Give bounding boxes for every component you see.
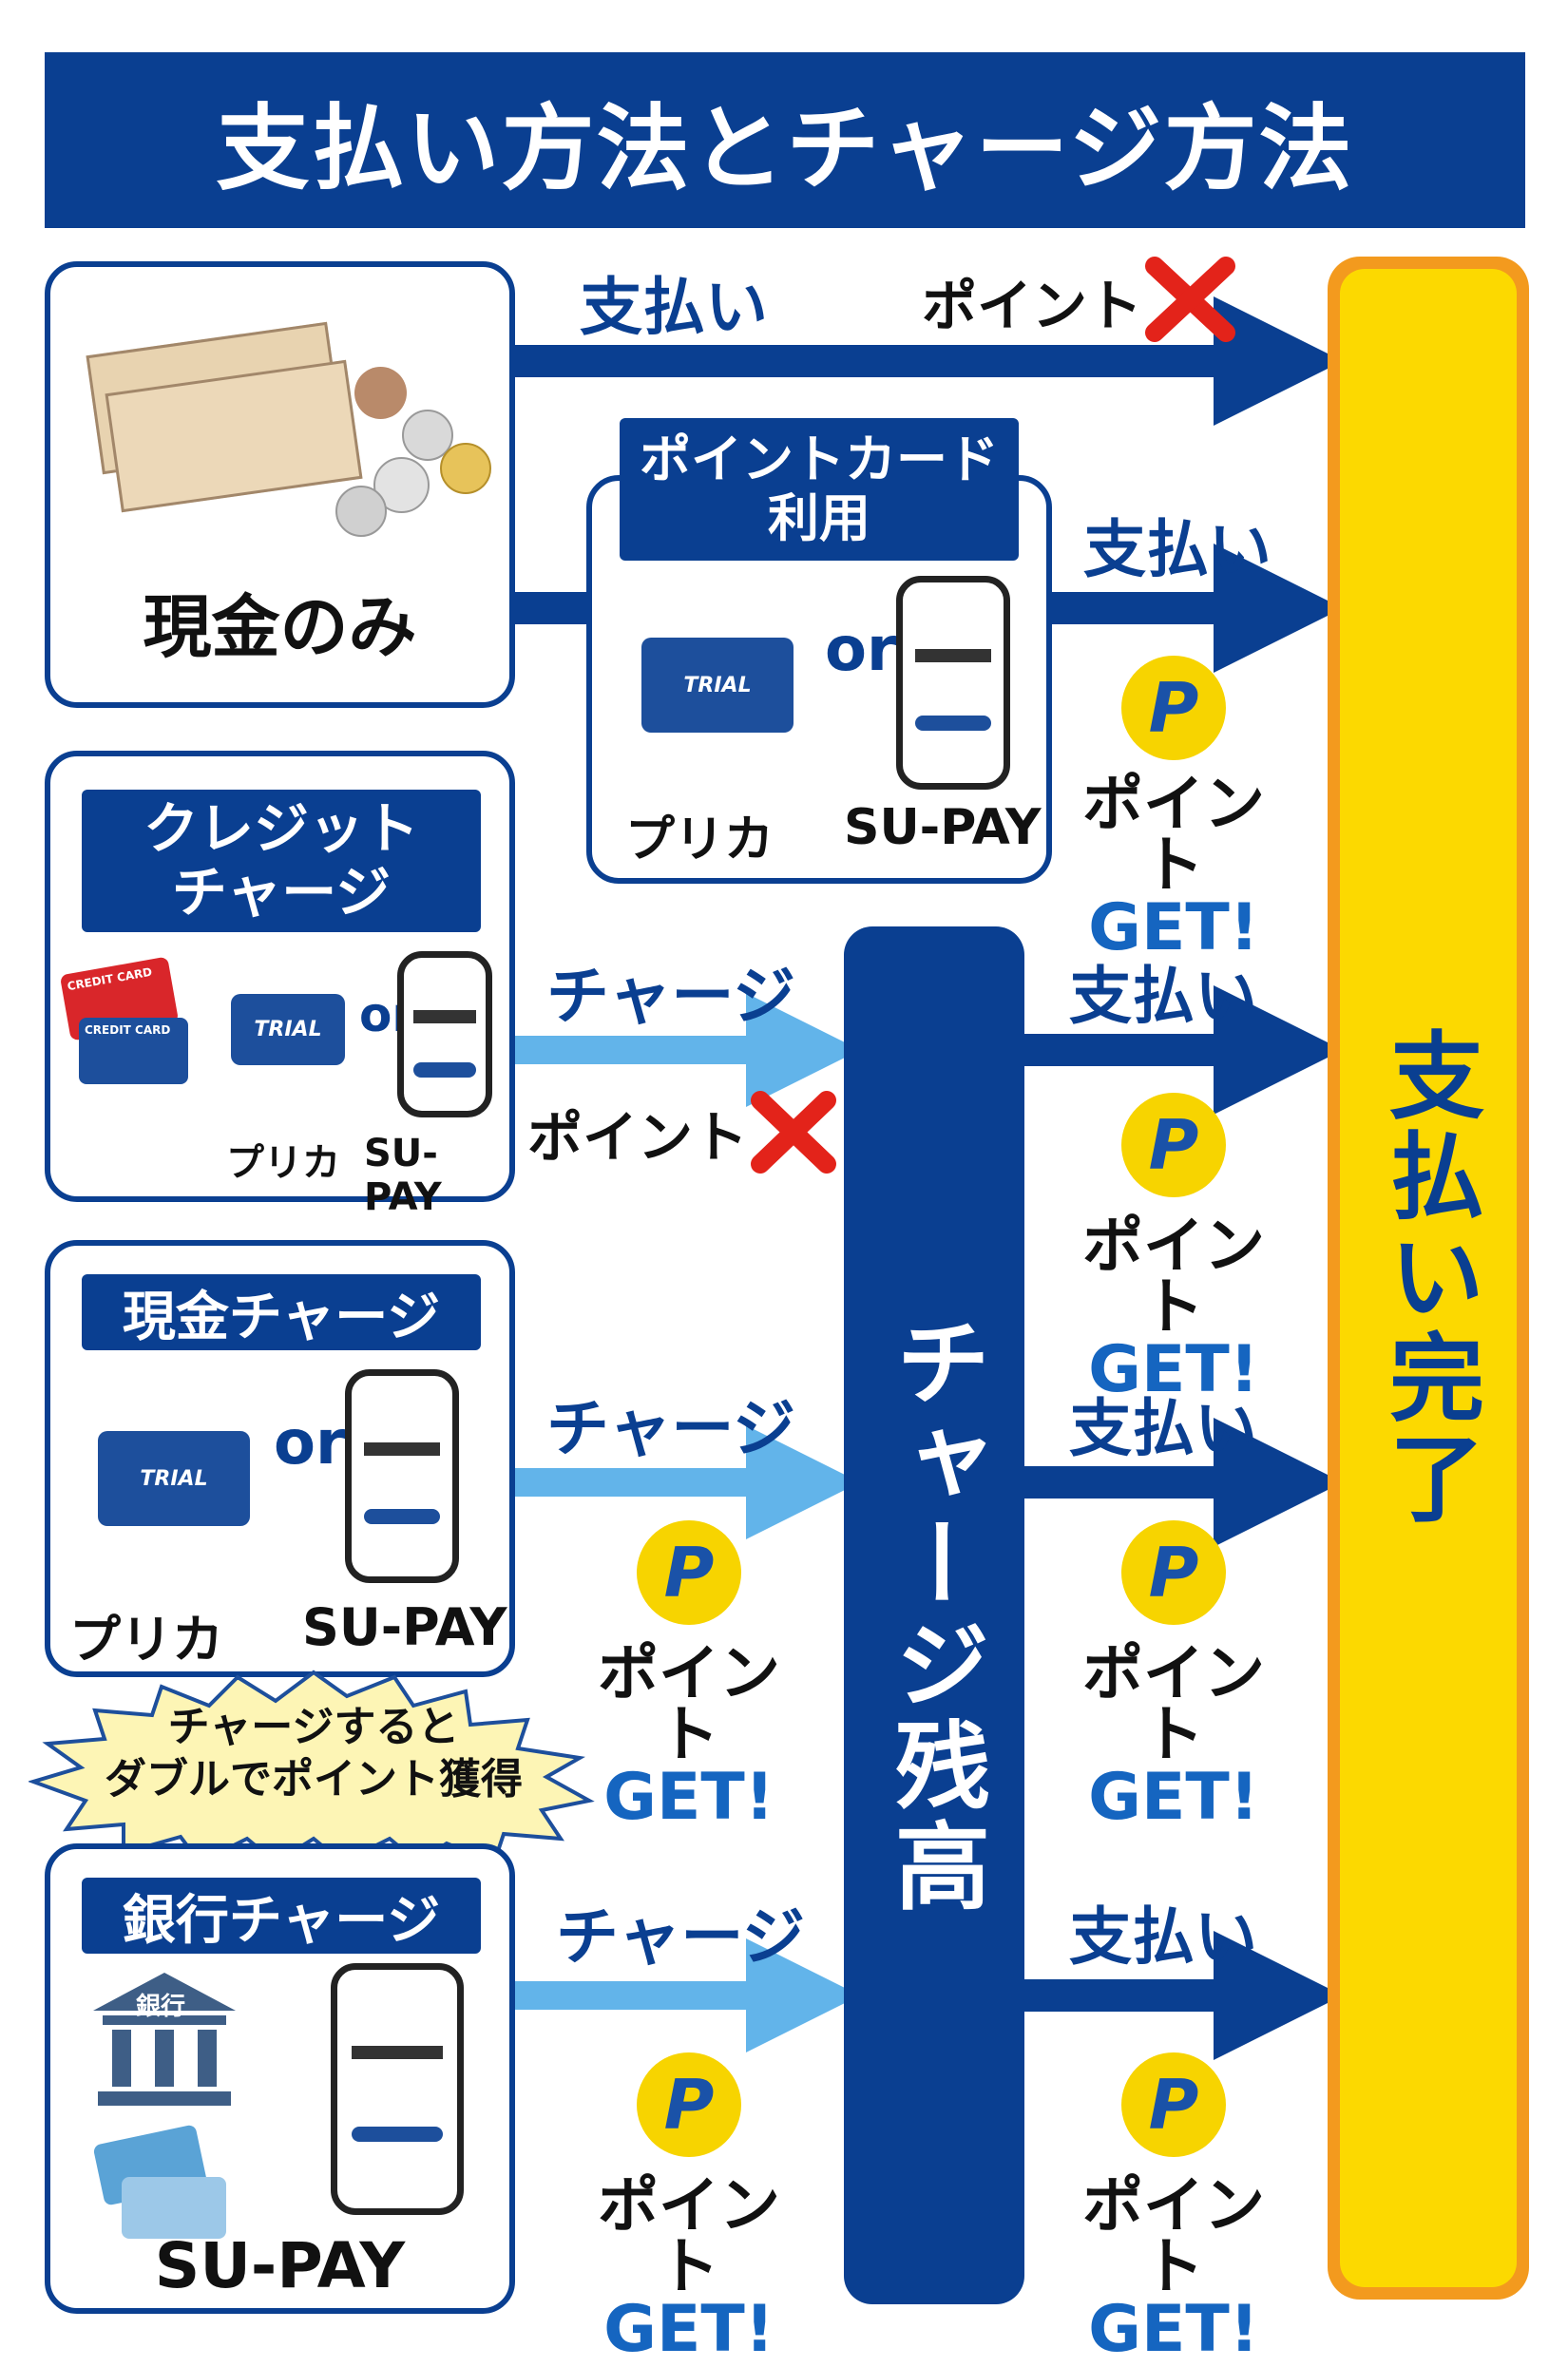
point-label: ポイント — [922, 274, 1143, 338]
supay-phone-icon — [397, 951, 492, 1117]
supay-phone-icon — [331, 1963, 464, 2215]
supay-label: SU-PAY — [364, 1132, 442, 1219]
supay-phone-icon — [896, 576, 1010, 790]
cash-only-box: 10000 現金のみ — [45, 261, 515, 708]
point-card-tag: ポイントカード 利用 — [620, 418, 1019, 561]
cash-charge-box: 現金チャージ TRIAL or プリカ SU-PAY — [45, 1240, 515, 1677]
point-coin-icon: P — [1121, 2052, 1226, 2157]
charge-balance-column: チャージ残高 — [844, 926, 1024, 2304]
prica-label: プリカ — [625, 811, 774, 869]
bank-card-icon-2 — [122, 2177, 226, 2239]
point-get-badge: ポイント GET! — [1082, 1212, 1265, 1407]
supay-label: SU-PAY — [302, 1597, 507, 1657]
bank-building-text: 銀行 — [136, 1993, 186, 2021]
prica-label: プリカ — [226, 1141, 340, 1185]
point-get-badge: ポイント GET! — [1082, 2171, 1265, 2367]
charge-label: チャージ — [556, 1900, 806, 1974]
bank-building-icon — [93, 1973, 236, 2106]
double-point-burst — [29, 1670, 595, 1865]
or-text: or — [274, 1408, 346, 1479]
cash-only-label: 現金のみ — [143, 587, 417, 667]
bank-charge-box: 銀行チャージ 銀行 SU-PAY — [45, 1843, 515, 2314]
pay-label: 支払い — [1069, 960, 1257, 1033]
prica-label: プリカ — [69, 1610, 223, 1670]
charge-balance-label: チャージ残高 — [878, 1313, 990, 1918]
double-point-text: チャージすると ダブルでポイント獲得 — [105, 1703, 523, 1804]
credit-charge-tag: クレジット チャージ — [82, 790, 481, 932]
prica-card-icon: TRIAL — [641, 638, 794, 733]
no-point-x-icon-2 — [751, 1091, 836, 1174]
no-point-x-icon-1 — [1145, 257, 1235, 342]
or-text: or — [359, 987, 416, 1042]
cash-charge-tag: 現金チャージ — [82, 1274, 481, 1350]
pay-label: 支払い — [1083, 513, 1272, 586]
prica-card-icon: TRIAL — [98, 1431, 250, 1526]
point-label: ポイント — [527, 1105, 749, 1170]
charge-label: チャージ — [546, 960, 796, 1033]
pay-label: 支払い — [580, 271, 768, 344]
coin-icon — [354, 367, 407, 419]
point-get-badge: ポイント GET! — [598, 2171, 780, 2367]
prica-card-icon: TRIAL — [231, 994, 345, 1065]
bank-charge-tag: 銀行チャージ — [82, 1878, 481, 1954]
page-title: 支払い方法とチャージ方法 — [45, 52, 1525, 228]
point-coin-icon: P — [1121, 656, 1226, 760]
point-get-badge: ポイント GET! — [598, 1639, 780, 1835]
point-coin-icon: P — [637, 2052, 741, 2157]
coin-icon — [335, 486, 387, 537]
credit-card-icon-2: CREDIT CARD — [79, 1018, 188, 1084]
supay-label: SU-PAY — [844, 799, 1042, 856]
supay-label: SU-PAY — [154, 2229, 406, 2302]
point-coin-icon: P — [637, 1520, 741, 1625]
or-text: or — [825, 615, 897, 685]
point-coin-icon: P — [1121, 1520, 1226, 1625]
supay-phone-icon — [345, 1369, 459, 1583]
pay-label: 支払い — [1069, 1392, 1257, 1465]
charge-label: チャージ — [546, 1392, 796, 1465]
complete-column: 支払い完了 — [1340, 269, 1517, 2287]
complete-label: 支払い完了 — [1372, 1026, 1484, 1530]
pay-label: 支払い — [1069, 1900, 1257, 1974]
point-coin-icon: P — [1121, 1093, 1226, 1197]
coin-icon — [440, 443, 491, 494]
point-get-badge: ポイント GET! — [1082, 770, 1265, 965]
credit-charge-box: クレジット チャージ CREDIT CARD CREDIT CARD TRIAL… — [45, 751, 515, 1219]
point-get-badge: ポイント GET! — [1082, 1639, 1265, 1835]
